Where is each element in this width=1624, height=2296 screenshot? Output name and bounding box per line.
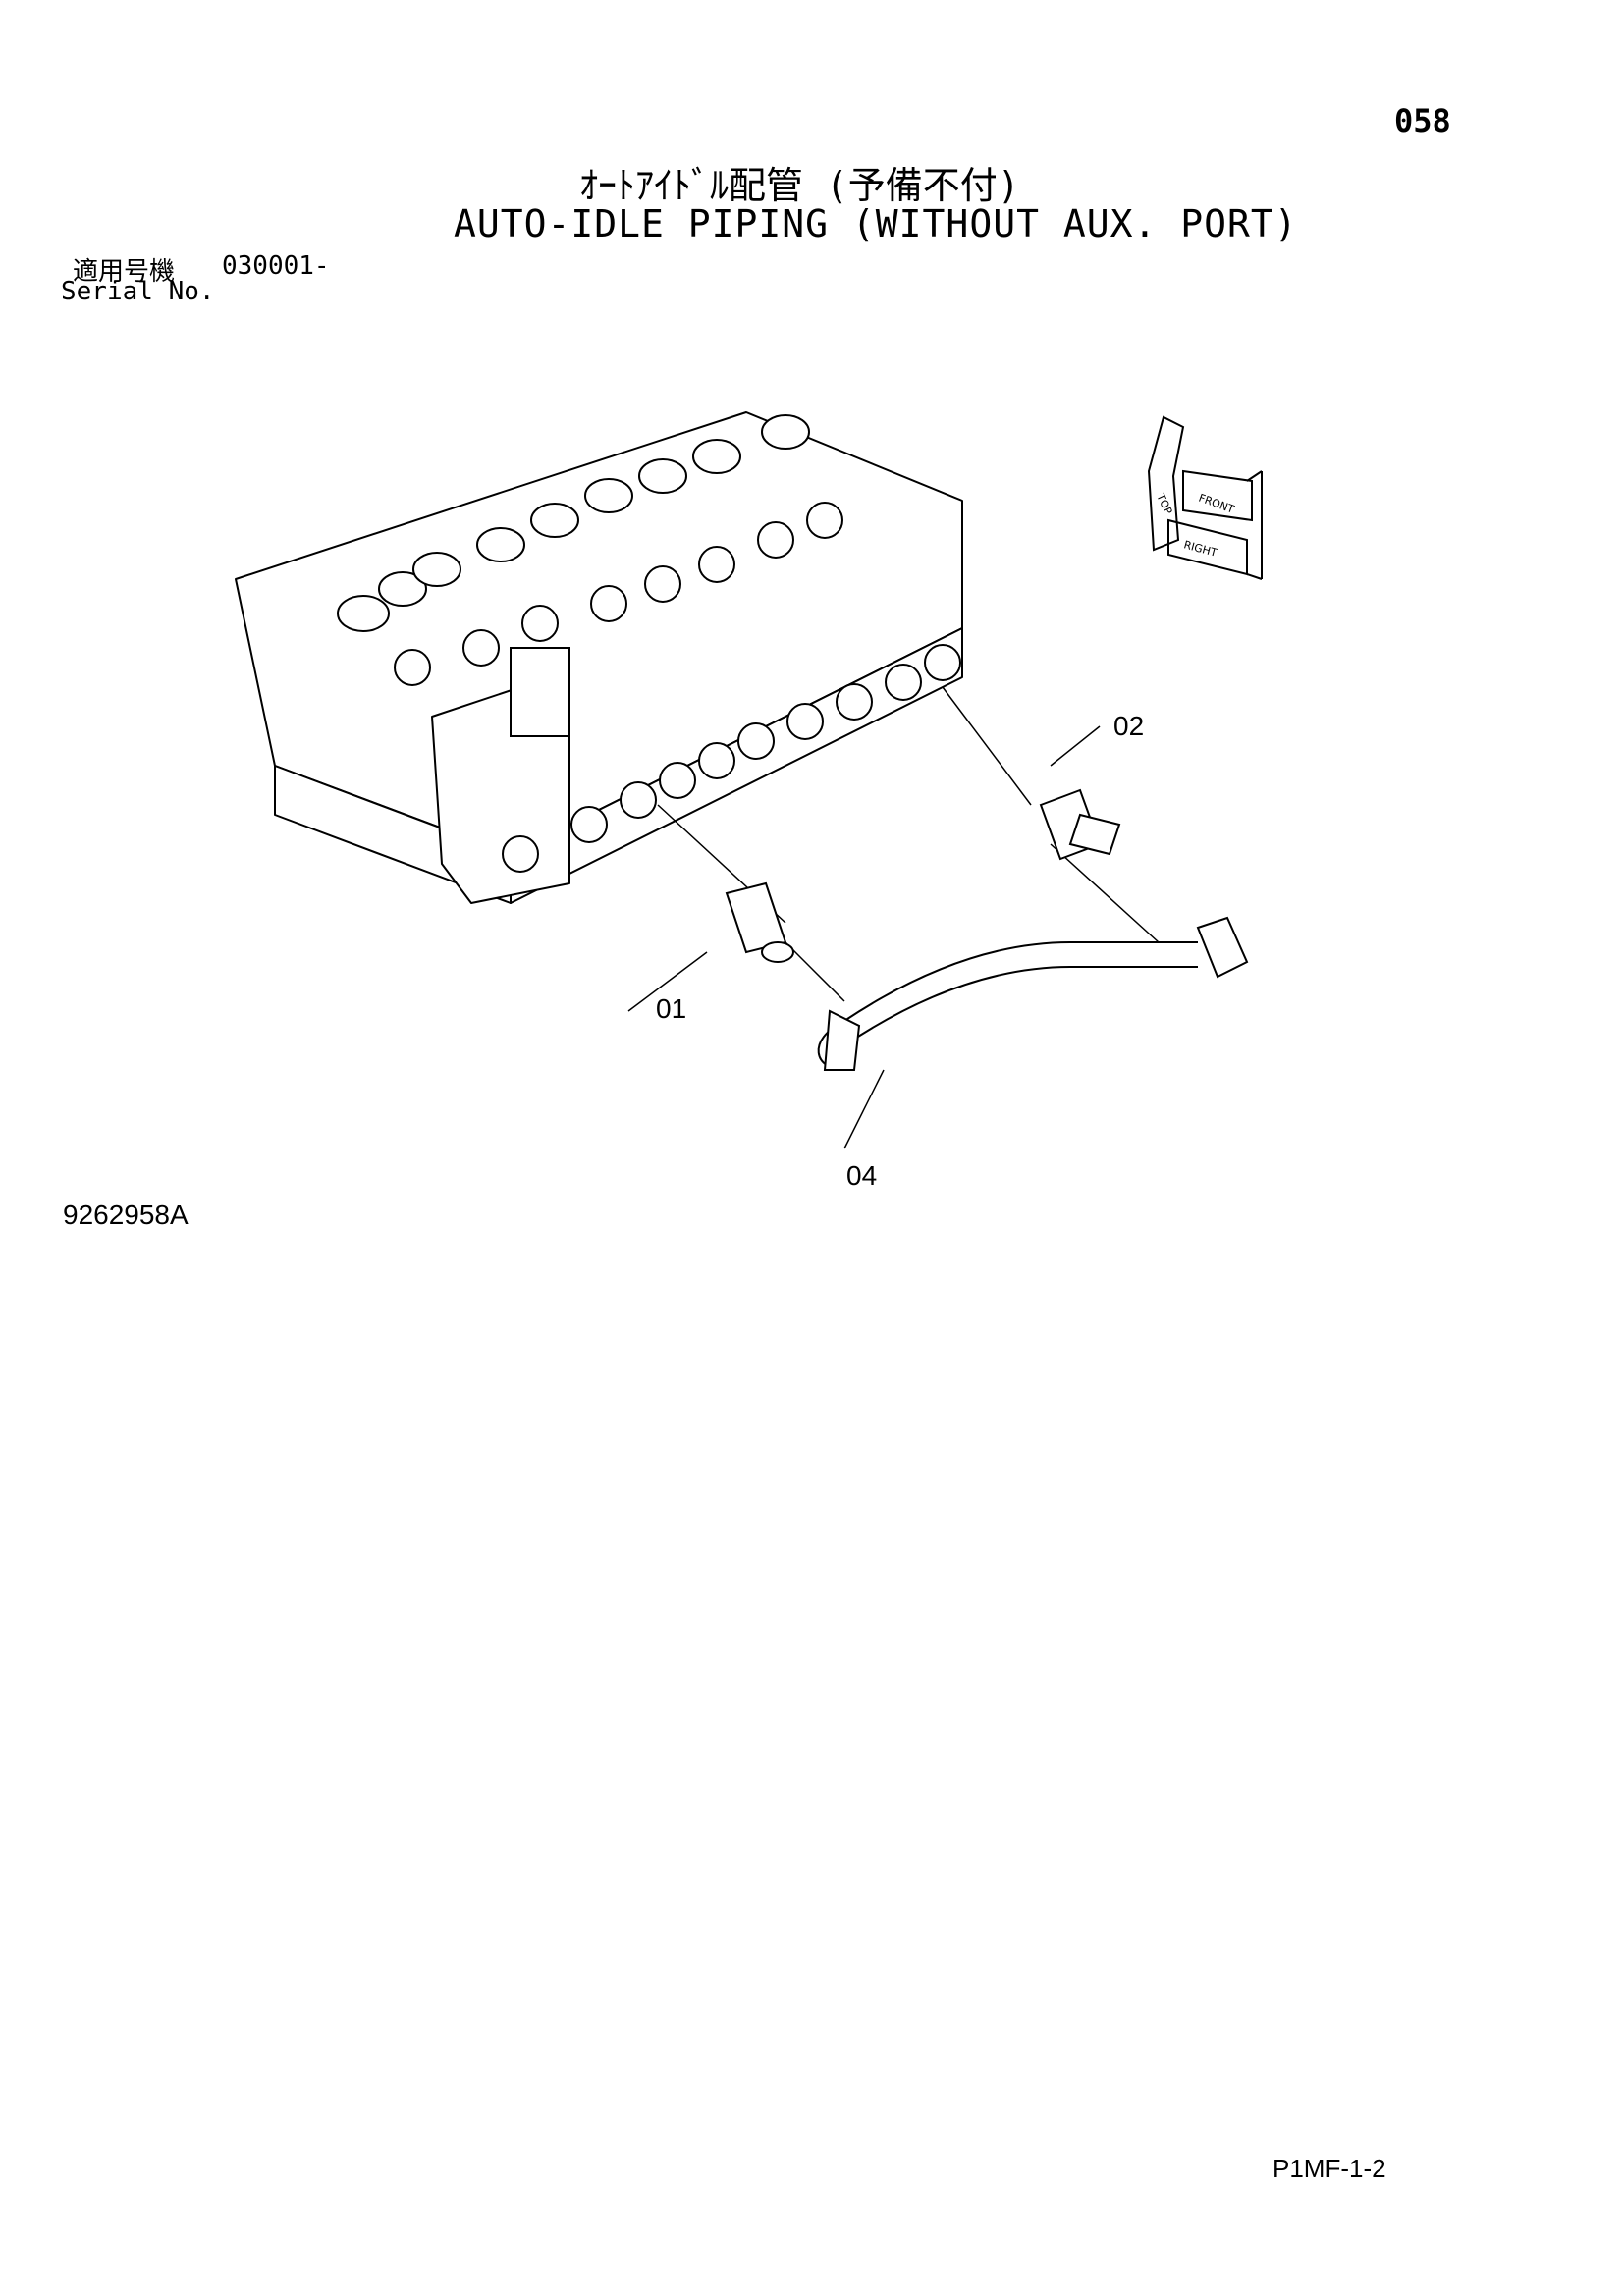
callout-01: 01 <box>656 993 687 1024</box>
title-japanese: ｵｰﾄｱｲﾄﾞﾙ配管 (予備不付) <box>579 164 1020 207</box>
part-04-hose <box>817 916 1249 1071</box>
part-02-fitting <box>1039 788 1121 861</box>
serial-label-english: Serial No. <box>61 277 215 306</box>
drawing-number: 9262958A <box>63 1200 189 1230</box>
footer-code: P1MF-1-2 <box>1272 2154 1386 2183</box>
callout-02: 02 <box>1113 711 1145 741</box>
front-arrow-shape <box>1182 469 1253 522</box>
callout-04: 04 <box>846 1160 878 1191</box>
top-arrow-shape <box>1147 415 1185 552</box>
valve-spools <box>337 414 961 873</box>
leader-lines <box>627 686 1160 1149</box>
title-english: AUTO-IDLE PIPING (WITHOUT AUX. PORT) <box>454 202 1298 245</box>
serial-label-japanese: 適用号機 <box>73 257 176 287</box>
part-01-fitting <box>725 881 794 963</box>
orientation-indicator: TOP FRONT RIGHT <box>1147 415 1263 580</box>
page-number: 058 <box>1394 102 1451 139</box>
serial-value: 030001- <box>222 251 330 281</box>
parts-diagram <box>235 411 1249 1149</box>
